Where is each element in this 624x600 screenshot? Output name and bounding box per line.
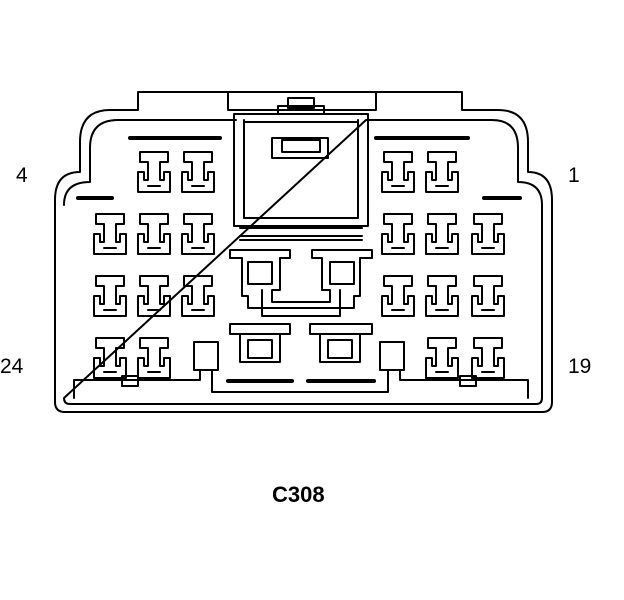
terminal-cavity: [425, 337, 459, 379]
terminal-cavity: [181, 213, 215, 255]
center-cavities: [229, 249, 373, 363]
terminal-cavity: [137, 275, 171, 317]
pin-label-bottom-left: 24: [0, 355, 24, 378]
bottom-rail: [73, 341, 529, 399]
terminal-cavity: [93, 275, 127, 317]
terminal-cavity: [93, 337, 127, 379]
terminal-cavity: [93, 213, 127, 255]
terminal-cavity: [471, 213, 505, 255]
terminal-cavities: [93, 151, 505, 379]
pin-label-bottom-right: 19: [568, 355, 592, 378]
pin-label-top-left: 4: [16, 164, 28, 187]
terminal-cavity: [181, 275, 215, 317]
terminal-cavity: [181, 151, 215, 193]
pin-label-top-right: 1: [568, 164, 580, 187]
terminal-cavity: [425, 213, 459, 255]
terminal-cavity: [425, 275, 459, 317]
keying-bars: [76, 136, 522, 383]
terminal-cavity: [381, 213, 415, 255]
latch: [227, 91, 377, 241]
terminal-cavity: [471, 337, 505, 379]
connector-id-label: C308: [272, 482, 325, 507]
terminal-cavity: [381, 275, 415, 317]
connector-outer-housing: [54, 91, 553, 413]
connector-inner-wall: [63, 119, 543, 405]
terminal-cavity: [137, 151, 171, 193]
terminal-cavity: [137, 337, 171, 379]
terminal-cavity: [137, 213, 171, 255]
terminal-cavity: [471, 275, 505, 317]
terminal-cavity: [425, 151, 459, 193]
terminal-cavity: [381, 151, 415, 193]
